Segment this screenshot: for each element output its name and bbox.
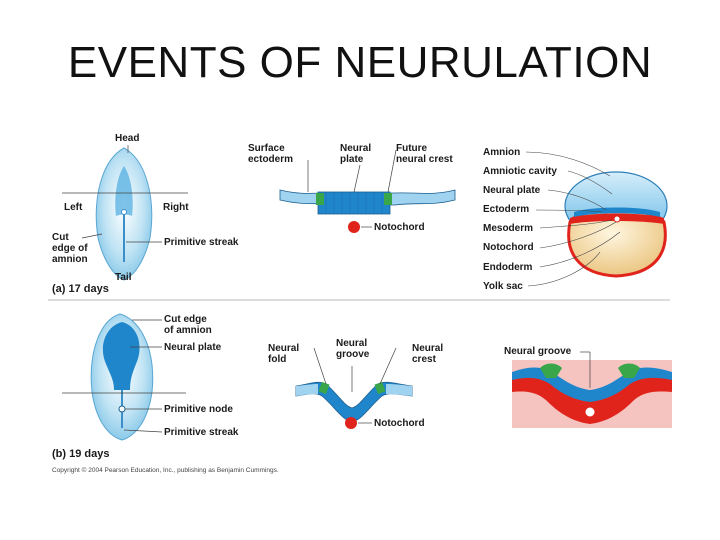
panel-b-tag: (b) 19 days [52, 448, 110, 460]
label-tail: Tail [115, 272, 132, 283]
label-notochord-b: Notochord [374, 418, 425, 429]
embryo-17-days [62, 145, 188, 281]
label-neural-plate-whole: Neural plate [483, 185, 541, 196]
label-primitive-streak-b: Primitive streak [164, 427, 239, 438]
label-notochord-a: Notochord [374, 222, 425, 233]
label-amniotic-cavity: Amniotic cavity [483, 166, 557, 177]
label-mesoderm: Mesoderm [483, 223, 534, 234]
section-19-days [295, 347, 413, 429]
label-amnion: Amnion [483, 147, 521, 158]
label-ectoderm: Ectoderm [483, 204, 530, 215]
label-neural-groove-detail: Neural groove [504, 346, 572, 357]
copyright-notice: Copyright © 2004 Pearson Education, Inc.… [52, 467, 279, 474]
label-notochord-whole: Notochord [483, 242, 534, 253]
embryo-19-days [62, 313, 186, 441]
label-neural-plate-b: Neural plate [164, 342, 222, 353]
label-yolk-sac: Yolk sac [483, 281, 523, 292]
panel-a-tag: (a) 17 days [52, 283, 109, 295]
label-endoderm: Endoderm [483, 262, 533, 273]
label-left: Left [64, 202, 83, 213]
label-right: Right [163, 202, 189, 213]
label-head: Head [115, 133, 140, 144]
label-primitive-node: Primitive node [164, 404, 233, 415]
section-17-days [279, 149, 456, 233]
slide-title: EVENTS OF NEURULATION [67, 38, 653, 87]
whole-embryo-17-days [525, 151, 668, 287]
neural-groove-detail [512, 351, 672, 428]
label-primitive-streak-a: Primitive streak [164, 237, 239, 248]
